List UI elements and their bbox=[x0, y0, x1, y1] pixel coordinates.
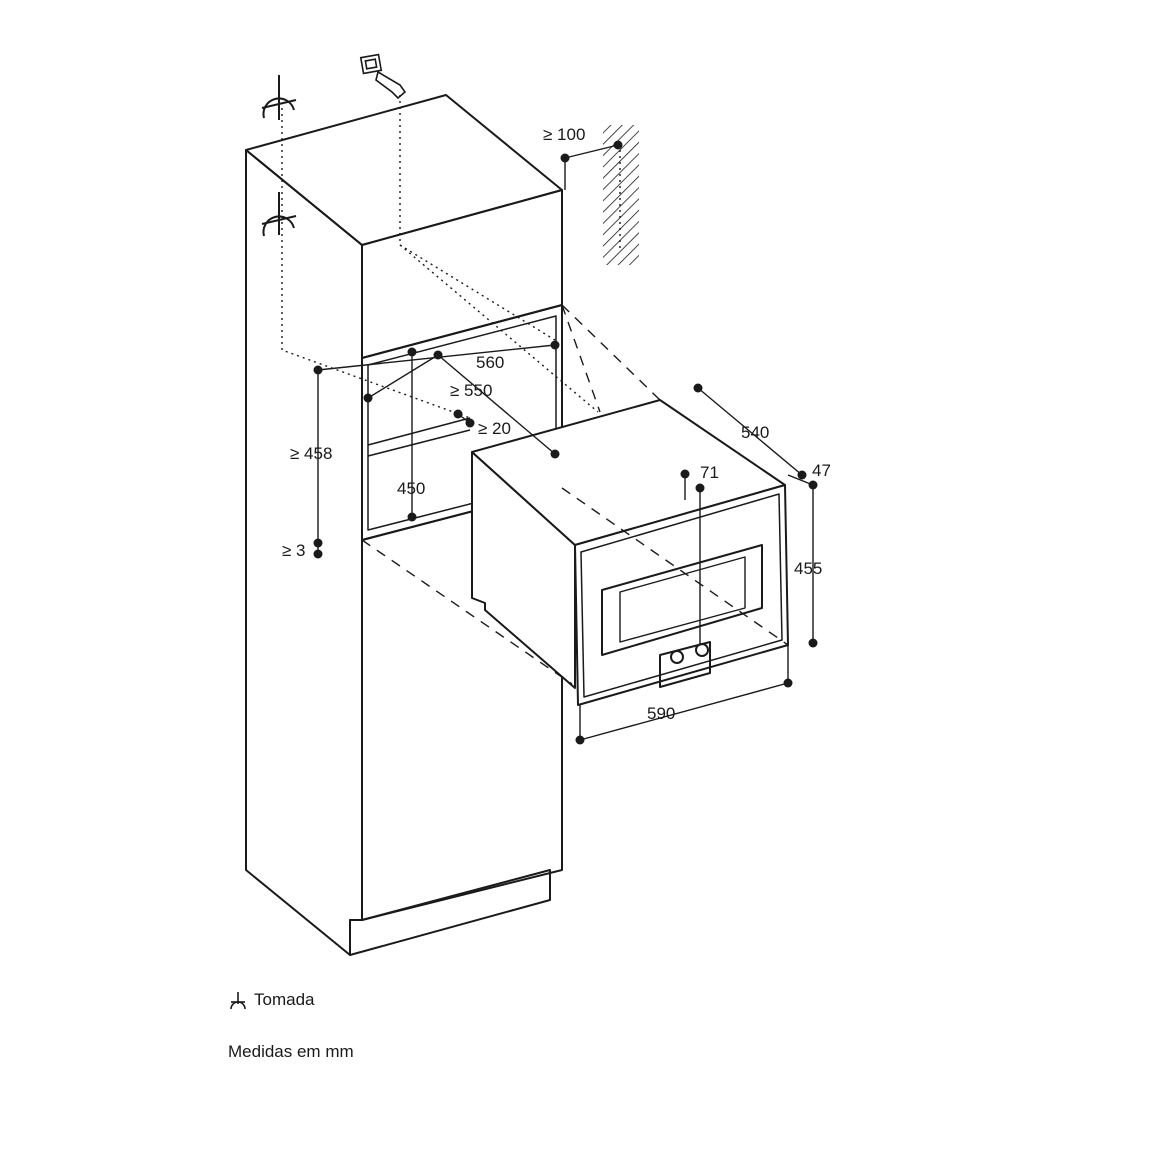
dim-point bbox=[783, 678, 793, 688]
dim-point bbox=[797, 470, 807, 480]
dim-point bbox=[613, 140, 623, 150]
dim-line bbox=[564, 144, 619, 159]
dim-line bbox=[579, 682, 789, 741]
dim-appliance-width: 590 bbox=[647, 704, 675, 723]
dim-point bbox=[313, 365, 323, 375]
dotted-plug-line bbox=[399, 244, 599, 413]
dim-point bbox=[407, 347, 417, 357]
dim-control-offset: 71 bbox=[700, 463, 719, 482]
dim-point bbox=[695, 483, 705, 493]
dim-point bbox=[550, 449, 560, 459]
dim-niche-height-min: ≥ 458 bbox=[290, 444, 332, 463]
dim-gap-min: ≥ 20 bbox=[478, 419, 511, 438]
niche-opening bbox=[361, 304, 563, 541]
legend-units: Medidas em mm bbox=[228, 1042, 354, 1062]
dim-point bbox=[433, 350, 443, 360]
dim-line bbox=[697, 387, 803, 476]
control-knob-right bbox=[695, 643, 709, 657]
dim-panel-depth: 47 bbox=[812, 461, 831, 480]
appliance-front-inner bbox=[580, 493, 783, 698]
socket-icon bbox=[261, 75, 297, 120]
cable-route-center bbox=[399, 95, 556, 341]
dim-point bbox=[407, 512, 417, 522]
dim-point bbox=[575, 735, 585, 745]
dim-line bbox=[437, 354, 556, 455]
projection-line bbox=[361, 539, 573, 685]
projection-line bbox=[561, 304, 601, 413]
dim-point bbox=[693, 383, 703, 393]
niche-shelf-line bbox=[367, 429, 471, 457]
units-note: Medidas em mm bbox=[228, 1042, 354, 1061]
dim-inner-height: 450 bbox=[397, 479, 425, 498]
cable-route-left bbox=[281, 108, 471, 419]
dim-bottom-gap-min: ≥ 3 bbox=[282, 541, 306, 560]
dim-niche-width: 560 bbox=[476, 353, 504, 372]
dim-top-clearance: ≥ 100 bbox=[543, 125, 585, 144]
cabinet-upper-front bbox=[361, 189, 563, 359]
plug-icon bbox=[359, 53, 407, 100]
cabinet-plinth bbox=[349, 869, 551, 956]
dim-point bbox=[550, 340, 560, 350]
projection-line bbox=[561, 304, 661, 401]
cabinet-top bbox=[245, 94, 563, 246]
dim-point bbox=[680, 469, 690, 479]
dim-depth: 540 bbox=[741, 423, 769, 442]
dim-point bbox=[465, 418, 475, 428]
appliance-control-panel bbox=[659, 641, 711, 688]
dim-point bbox=[808, 480, 818, 490]
control-knob-left bbox=[670, 650, 684, 664]
socket-icon bbox=[261, 192, 297, 237]
dim-appliance-height: 455 bbox=[794, 559, 822, 578]
projection-line bbox=[561, 487, 789, 646]
dim-niche-width-min: ≥ 550 bbox=[450, 381, 492, 400]
legend-socket: Tomada bbox=[228, 990, 314, 1010]
dim-point bbox=[808, 638, 818, 648]
niche-shelf-line bbox=[367, 417, 471, 446]
dim-point bbox=[453, 409, 463, 419]
dim-point bbox=[363, 393, 373, 403]
dim-line bbox=[367, 354, 439, 399]
dim-point bbox=[313, 549, 323, 559]
legend-socket-label: Tomada bbox=[254, 990, 315, 1009]
dim-point bbox=[560, 153, 570, 163]
appliance-window bbox=[601, 544, 763, 656]
dim-point bbox=[313, 538, 323, 548]
socket-icon bbox=[230, 992, 246, 1010]
appliance-window-inner bbox=[619, 556, 746, 643]
